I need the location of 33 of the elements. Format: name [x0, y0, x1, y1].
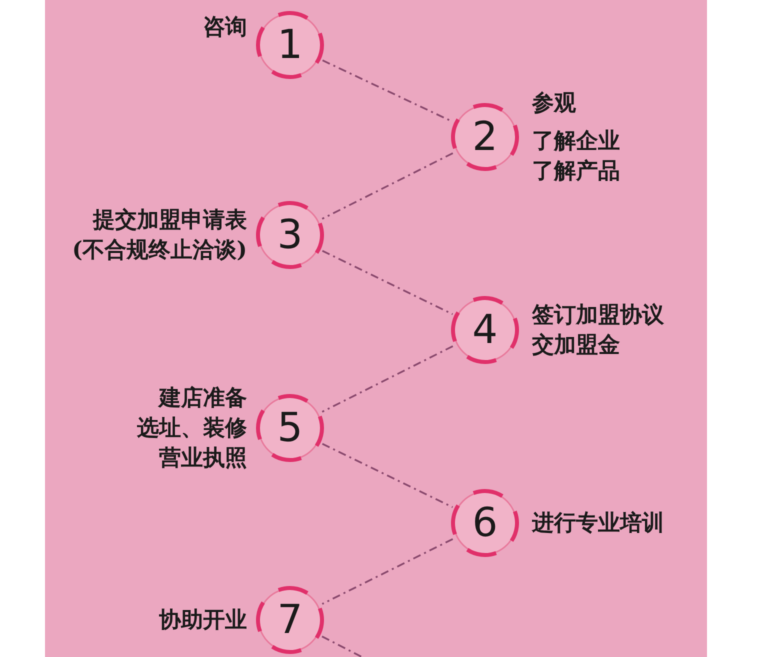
step-circle [450, 295, 520, 365]
step-label: 提交加盟申请表 [93, 206, 247, 235]
step-number: 4 [471, 306, 499, 355]
step-circle [255, 200, 325, 270]
step-label: 交加盟金 [532, 331, 620, 360]
step-number: 7 [276, 596, 304, 645]
connector-line [322, 636, 362, 657]
step-number: 5 [276, 404, 304, 453]
step-label: 选址、装修 [137, 414, 247, 443]
step-circle [450, 488, 520, 558]
step-label: 建店准备 [159, 384, 247, 413]
step-number: 1 [276, 21, 304, 70]
connector-line [322, 250, 454, 316]
step-circle [450, 102, 520, 172]
step-number: 6 [471, 499, 499, 548]
connector-line [322, 442, 454, 508]
step-label: 咨询 [203, 13, 247, 42]
connector-line [322, 152, 454, 220]
step-label: 协助开业 [159, 606, 247, 635]
step-label: 进行专业培训 [532, 509, 664, 538]
step-number: 3 [276, 211, 304, 260]
step-label: 了解企业 [532, 127, 620, 156]
step-circle [255, 393, 325, 463]
step-label: 签订加盟协议 [532, 301, 664, 330]
step-circle [255, 10, 325, 80]
step-circle [255, 585, 325, 655]
connector-line [322, 538, 454, 605]
step-number: 2 [471, 113, 499, 162]
step-label: 参观 [532, 89, 576, 118]
connector-line [322, 345, 454, 413]
step-label: 营业执照 [159, 444, 247, 473]
step-label: 了解产品 [532, 157, 620, 186]
step-label: (不合规终止洽谈) [72, 236, 247, 265]
